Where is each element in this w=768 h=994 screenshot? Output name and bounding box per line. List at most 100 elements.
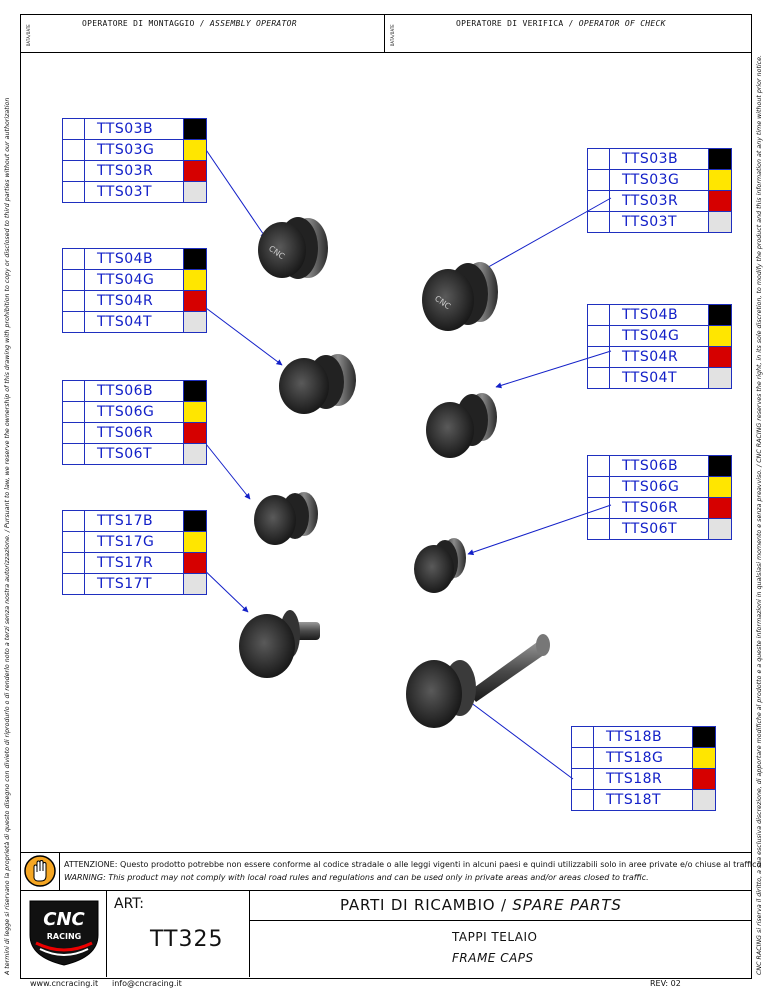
code-cell: TTS04R [84,290,184,312]
swatch-red [183,552,207,574]
date-label-left: DATA/DATE [26,24,31,46]
code-cell: TTS17T [84,573,184,595]
swatch-yellow [183,139,207,161]
swatch-red [183,160,207,182]
desc-en: FRAME CAPS [452,951,534,965]
swatch-black [183,118,207,140]
title-split-art [249,890,250,977]
code-cell: TTS03R [609,190,709,212]
code-cell: TTS17B [84,510,184,532]
arrow-tts04-left [197,301,283,366]
code-cell: TTS06T [609,518,709,540]
swatch-yellow [692,747,716,769]
part-tts04-left [279,354,356,414]
code-table-tts17-left: TTS17B TTS17G TTS17R TTS17T [62,510,207,595]
website-link[interactable]: www.cncracing.it [30,979,99,988]
revision-label: REV: 02 [650,979,681,988]
code-cell: TTS04T [609,367,709,389]
warning-bottom-divider [20,890,751,891]
leader-arrows [197,137,612,780]
code-table-tts06-left: TTS06B TTS06G TTS06R TTS06T [62,380,207,465]
code-cell: TTS03B [84,118,184,140]
swatch-black [183,380,207,402]
header-split [384,14,385,52]
swatch-red [183,422,207,444]
title-divider-mid [249,920,751,921]
desc-it: TAPPI TELAIO [452,930,538,944]
code-table-tts04-left: TTS04B TTS04G TTS04R TTS04T [62,248,207,333]
swatch-yellow [708,325,732,347]
swatch-black [183,248,207,270]
email-link[interactable]: info@cncracing.it [112,979,182,988]
part-tts04-right [426,393,497,458]
swatch-red [692,768,716,790]
cnc-racing-logo: CNC RACING [29,900,99,966]
code-cell: TTS06R [84,422,184,444]
warning-text-it: ATTENZIONE: Questo prodotto potrebbe non… [64,860,762,869]
arrow-tts06-left [197,433,251,500]
code-cell: TTS06B [84,380,184,402]
swatch-black [692,726,716,748]
art-code: TT325 [150,927,224,952]
legal-text-left: A termini di legge si riservano la propr… [4,97,11,975]
swatch-red [708,497,732,519]
header-divider [20,52,751,53]
code-table-tts06-right: TTS06B TTS06G TTS06R TTS06T [587,455,732,540]
art-label: ART: [114,896,145,912]
swatch-titanium [183,573,207,595]
part-tts18-right [406,634,550,728]
warning-text-en: WARNING: This product may not comply wit… [64,873,649,882]
swatch-black [183,510,207,532]
swatch-yellow [183,401,207,423]
part-tts03-right: CNC [422,262,498,331]
swatch-yellow [183,531,207,553]
code-cell: TTS03T [609,211,709,233]
assembly-operator-label: OPERATORE DI MONTAGGIO / ASSEMBLY OPERAT… [82,19,297,28]
warning-icon-divider [59,852,60,890]
swatch-black [708,304,732,326]
code-table-tts03-right: TTS03B TTS03G TTS03R TTS03T [587,148,732,233]
part-tts06-right [414,538,466,593]
swatch-yellow [708,476,732,498]
code-table-tts18-right: TTS18B TTS18G TTS18R TTS18T [571,726,716,811]
swatch-titanium [708,211,732,233]
code-cell: TTS17G [84,531,184,553]
logo-text-bottom: RACING [47,932,81,941]
arrow-tts03-left [197,137,267,239]
code-table-tts04-right: TTS04B TTS04G TTS04R TTS04T [587,304,732,389]
code-cell: TTS03B [609,148,709,170]
date-label-right: DATA/DATE [390,24,395,46]
code-cell: TTS18B [593,726,693,748]
code-cell: TTS06G [609,476,709,498]
code-cell: TTS17R [84,552,184,574]
swatch-red [708,190,732,212]
title-split-logo [106,890,107,977]
swatch-titanium [183,443,207,465]
check-operator-label: OPERATORE DI VERIFICA / OPERATOR OF CHEC… [456,19,666,28]
part-tts06-left [254,492,318,545]
arrow-tts18-right [465,698,574,780]
part-tts03-left: CNC [258,217,328,279]
code-table-tts03-left: TTS03B TTS03G TTS03R TTS03T [62,118,207,203]
swatch-yellow [708,169,732,191]
drawing-frame [20,14,752,979]
swatch-titanium [183,311,207,333]
swatch-titanium [708,518,732,540]
swatch-black [708,148,732,170]
swatch-black [708,455,732,477]
code-cell: TTS04B [609,304,709,326]
swatch-titanium [692,789,716,811]
code-cell: TTS18G [593,747,693,769]
code-cell: TTS06B [609,455,709,477]
part-tts17-left [239,610,320,678]
code-cell: TTS03G [609,169,709,191]
swatch-titanium [183,181,207,203]
code-cell: TTS03R [84,160,184,182]
swatch-titanium [708,367,732,389]
code-cell: TTS06T [84,443,184,465]
code-cell: TTS18T [593,789,693,811]
title-spare-parts: PARTI DI RICAMBIO / SPARE PARTS [340,896,622,914]
code-cell: TTS06R [609,497,709,519]
code-cell: TTS04T [84,311,184,333]
legal-text-right: CNC RACING si riserva il diritto, a sua … [756,54,763,975]
